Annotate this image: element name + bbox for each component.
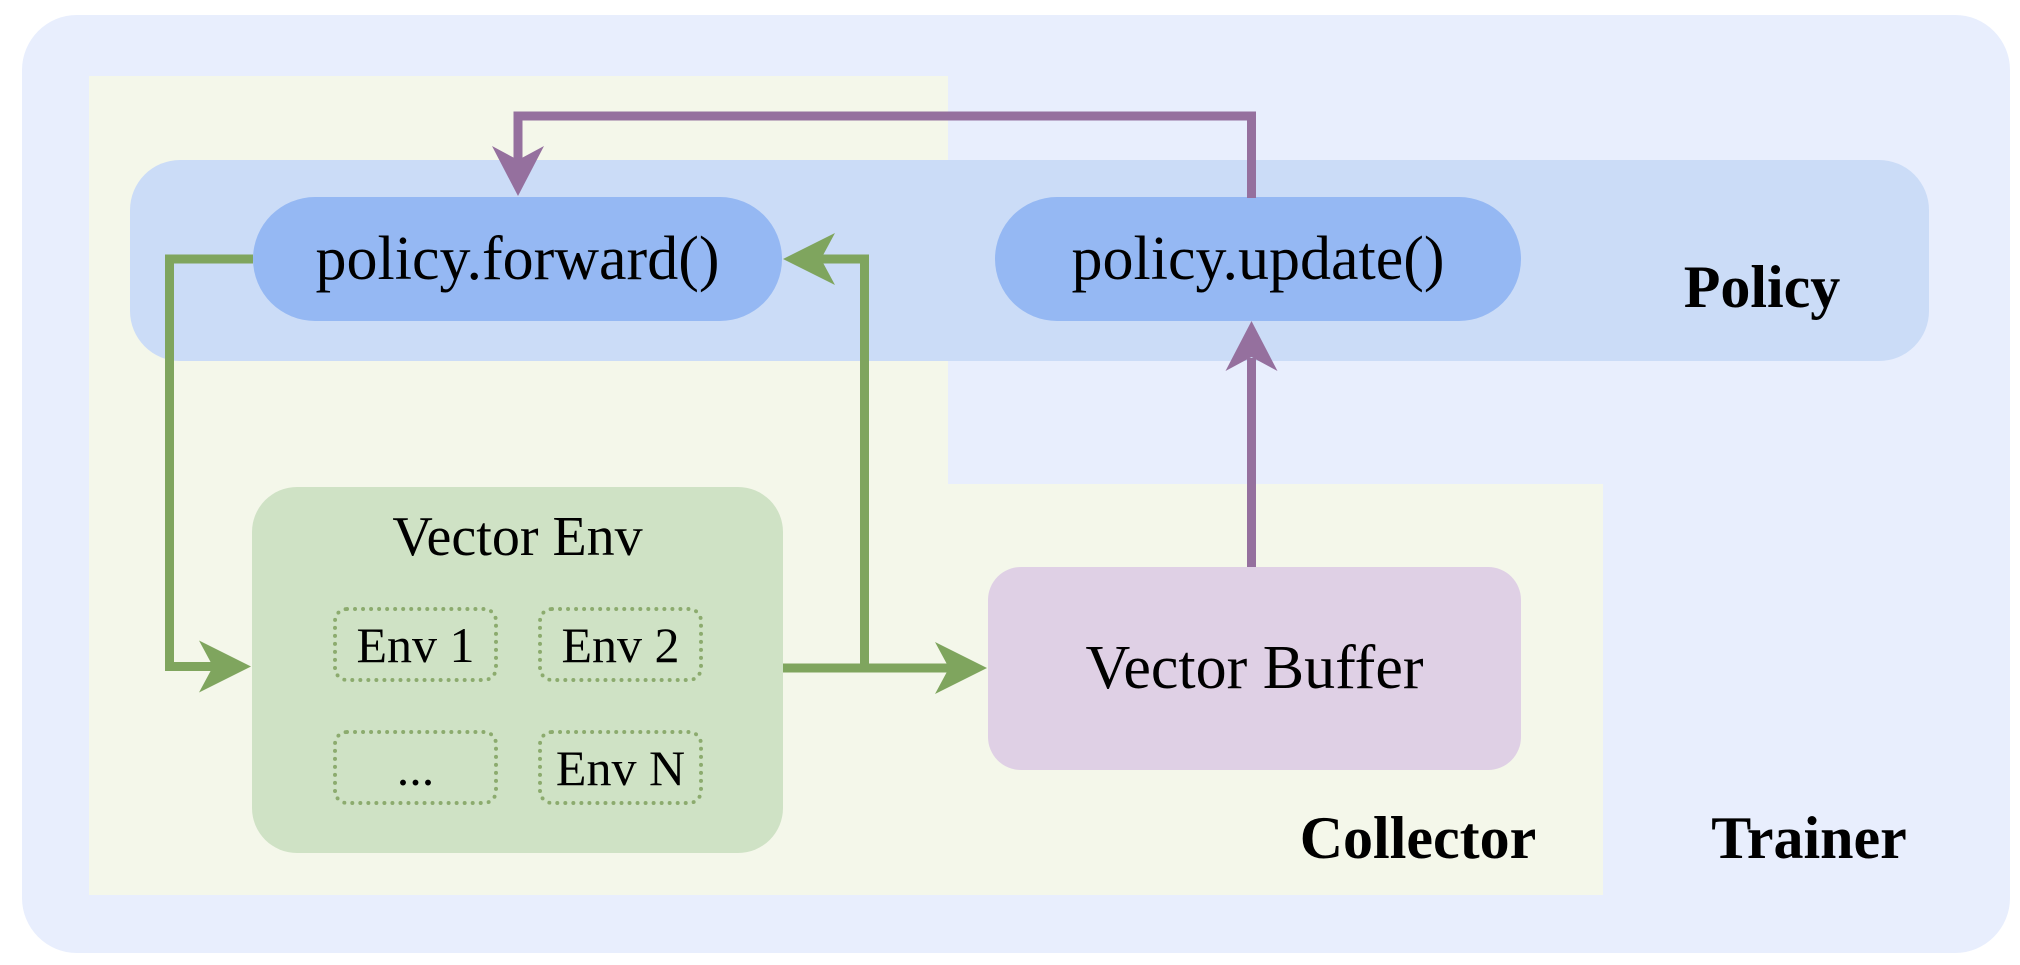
- vector-env-node: Vector Env Env 1 Env 2 ... Env N: [252, 487, 783, 853]
- env-item-1-label: Env 1: [356, 616, 475, 673]
- policy-update-label: policy.update(): [1071, 224, 1445, 293]
- policy-region-label: Policy: [1683, 254, 1841, 320]
- vector-buffer-node: Vector Buffer: [988, 567, 1521, 770]
- vector-buffer-label: Vector Buffer: [1085, 634, 1424, 702]
- trainer-region-label: Trainer: [1711, 805, 1907, 871]
- env-item-2-label: Env 2: [561, 616, 680, 673]
- env-item-ellipsis-label: ...: [396, 739, 435, 796]
- vector-env-title: Vector Env: [392, 506, 643, 568]
- env-item-2: Env 2: [538, 607, 703, 682]
- env-item-1: Env 1: [333, 607, 498, 682]
- collector-region-label: Collector: [1299, 805, 1537, 871]
- policy-update-node: policy.update(): [995, 197, 1521, 321]
- env-item-n: Env N: [538, 730, 703, 805]
- policy-forward-label: policy.forward(): [315, 224, 720, 293]
- policy-forward-node: policy.forward(): [253, 197, 782, 321]
- env-item-ellipsis: ...: [333, 730, 498, 805]
- env-item-n-label: Env N: [555, 739, 686, 796]
